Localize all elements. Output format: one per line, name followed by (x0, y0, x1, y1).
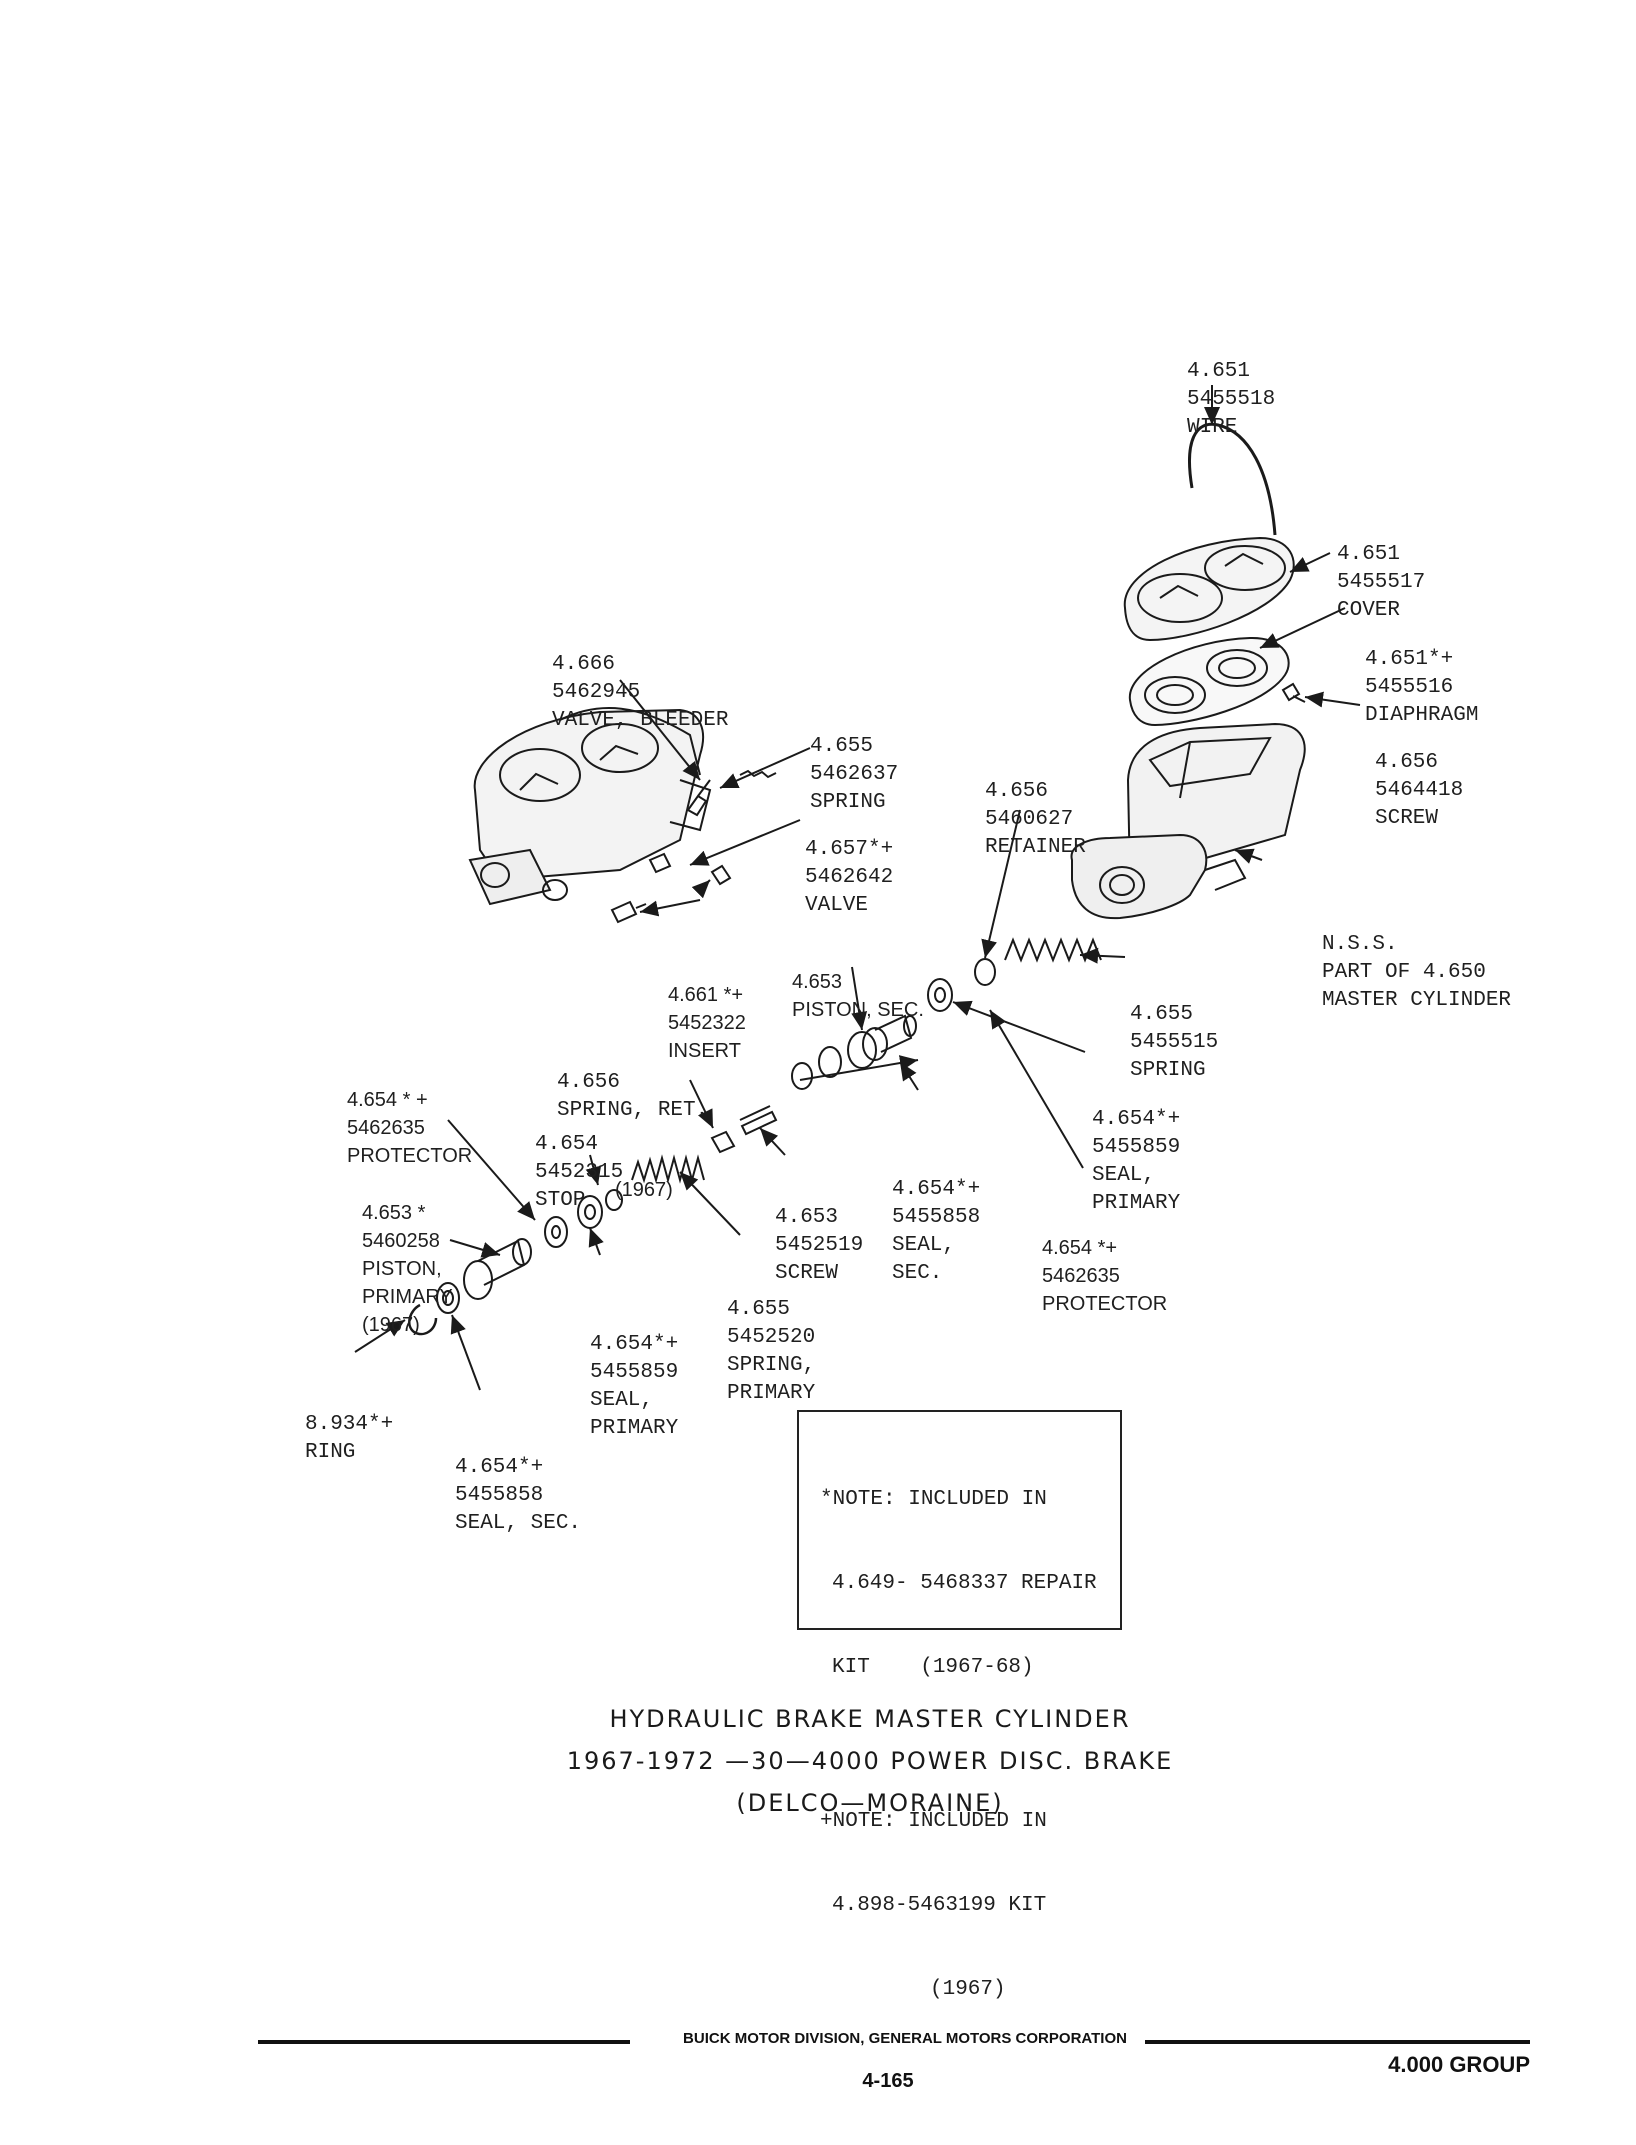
seal-sec-mid-part-1 (818, 1046, 842, 1078)
stop-part (605, 1189, 623, 1211)
note-text: *NOTE: INCLUDED IN 4.649- 5468337 REPAIR… (820, 1488, 1097, 2001)
page-subtitle: 1967-1972 —30—4000 POWER DISC. BRAKE (566, 1747, 1174, 1775)
cover-part (1123, 536, 1295, 642)
spring-retainer-part (710, 1130, 736, 1154)
seal-sec-mid-part-2 (791, 1062, 813, 1090)
protector-left-part (544, 1216, 568, 1248)
footer-page-number: 4-165 (862, 2070, 914, 2092)
seal-primary-right-part (927, 978, 953, 1012)
screw-4653-part (739, 1105, 778, 1136)
wire-part (1188, 422, 1277, 536)
seal-sec-left-part (436, 1282, 460, 1314)
master-cylinder-assembly-left (468, 707, 712, 906)
master-cylinder-body (1070, 722, 1306, 920)
bleeder-valve-part (686, 779, 711, 817)
page-title: HYDRAULIC BRAKE MASTER CYLINDER (609, 1705, 1131, 1733)
valve-part-4657 (648, 852, 672, 874)
footer-company: BUICK MOTOR DIVISION, GENERAL MOTORS COR… (683, 2030, 1127, 2047)
diaphragm-part (1128, 636, 1290, 727)
page-subtitle-maker: (DELCO—MORAINE) (736, 1789, 1004, 1817)
spring-part-right (1004, 937, 1102, 963)
footer-group: 4.000 GROUP (1388, 2052, 1530, 2077)
leader-lines (354, 385, 1361, 1391)
insert-part (710, 864, 732, 886)
note-box (797, 1410, 1122, 1630)
retainer-part (974, 958, 996, 986)
snap-ring-part (408, 1303, 438, 1336)
footer-rule-right (1145, 2040, 1530, 2044)
secondary-piston-part (847, 1014, 917, 1069)
callout-ring: 8.934*+RING (305, 1413, 394, 1464)
callout-stop-year: (1967) (615, 1179, 673, 1201)
footer-rule-left (258, 2040, 630, 2044)
small-spring-part-top (739, 769, 777, 779)
small-screw-part (1281, 682, 1306, 703)
